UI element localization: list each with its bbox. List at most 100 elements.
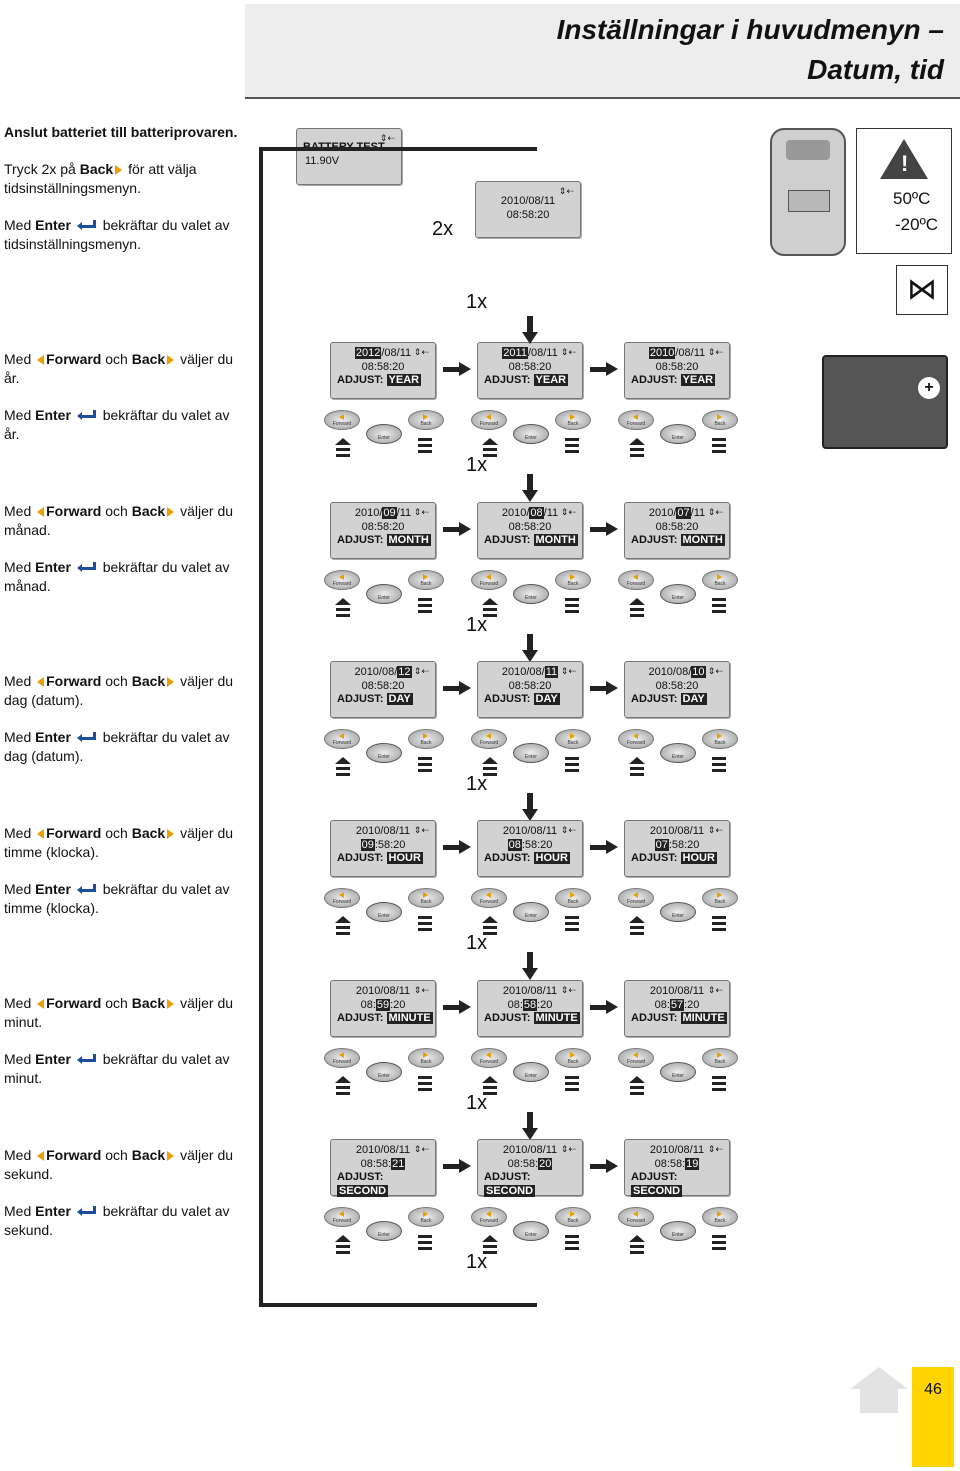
back-button[interactable]: Back: [702, 570, 738, 590]
flow-down-arrow-icon: [522, 952, 538, 980]
confirm-instruction: Med Enter bekräftar du valet av dag (dat…: [4, 729, 230, 764]
enter-button[interactable]: Enter: [513, 743, 549, 763]
select-instruction: Med Forward och Back väljer du år.: [4, 351, 234, 386]
battery-icon: − +: [822, 355, 948, 470]
forward-button[interactable]: Forward: [471, 570, 507, 590]
down-stack-icon: [712, 1235, 726, 1253]
down-stack-icon: [565, 1076, 579, 1094]
back-button[interactable]: Back: [702, 1207, 738, 1227]
confirm-instruction: Med Enter bekräftar du valet av minut.: [4, 1051, 230, 1086]
enter-button[interactable]: Enter: [366, 1062, 402, 1082]
forward-button[interactable]: Forward: [471, 888, 507, 908]
select-instruction: Med Forward och Back väljer du minut.: [4, 995, 234, 1030]
back-button[interactable]: Back: [408, 570, 444, 590]
forward-button[interactable]: Forward: [618, 888, 654, 908]
forward-button[interactable]: Forward: [618, 410, 654, 430]
enter-button[interactable]: Enter: [513, 1221, 549, 1241]
down-stack-icon: [565, 438, 579, 456]
back-button[interactable]: Back: [408, 410, 444, 430]
up-stack-icon: [335, 1076, 351, 1098]
down-stack-icon: [712, 757, 726, 775]
forward-button[interactable]: Forward: [471, 410, 507, 430]
back-button[interactable]: Back: [702, 1048, 738, 1068]
enter-button[interactable]: Enter: [660, 902, 696, 922]
press-1x-label: 1x: [466, 454, 488, 476]
forward-button[interactable]: Forward: [618, 570, 654, 590]
back-button[interactable]: Back: [555, 410, 591, 430]
flow-right-arrow-icon: [443, 1159, 471, 1173]
back-arrow-icon: [167, 355, 175, 366]
back-arrow-icon: [167, 677, 175, 688]
forward-arrow-icon: [37, 355, 45, 366]
back-button[interactable]: Back: [555, 729, 591, 749]
enter-button[interactable]: Enter: [366, 1221, 402, 1241]
forward-button[interactable]: Forward: [618, 1048, 654, 1068]
enter-button[interactable]: Enter: [513, 902, 549, 922]
forward-button[interactable]: Forward: [471, 1048, 507, 1068]
enter-icon: [76, 884, 97, 895]
enter-button[interactable]: Enter: [366, 743, 402, 763]
back-button[interactable]: Back: [555, 570, 591, 590]
enter-button[interactable]: Enter: [660, 584, 696, 604]
forward-button[interactable]: Forward: [324, 888, 360, 908]
page-title-line1: Inställningar i huvudmenyn –: [556, 14, 944, 45]
back-button[interactable]: Back: [408, 1207, 444, 1227]
back-arrow-icon: [115, 165, 123, 176]
forward-button[interactable]: Forward: [324, 729, 360, 749]
flow-line-bottom: [259, 1303, 537, 1307]
instruction-block: Med Forward och Back väljer du sekund.Me…: [4, 1146, 239, 1258]
back-button[interactable]: Back: [555, 1207, 591, 1227]
instruction-block: Med Forward och Back väljer du månad.Med…: [4, 502, 239, 614]
press-1x-label: 1x: [466, 1251, 488, 1273]
forward-arrow-icon: [37, 829, 45, 840]
flow-right-arrow-icon: [590, 1000, 618, 1014]
back-button[interactable]: Back: [408, 729, 444, 749]
forward-arrow-icon: [37, 507, 45, 518]
forward-button[interactable]: Forward: [618, 1207, 654, 1227]
back-button[interactable]: Back: [555, 1048, 591, 1068]
back-button[interactable]: Back: [702, 729, 738, 749]
back-button[interactable]: Back: [702, 410, 738, 430]
back-button[interactable]: Back: [408, 1048, 444, 1068]
enter-button[interactable]: Enter: [366, 584, 402, 604]
back-button[interactable]: Back: [702, 888, 738, 908]
up-stack-icon: [629, 916, 645, 938]
enter-button[interactable]: Enter: [660, 1221, 696, 1241]
enter-button[interactable]: Enter: [660, 1062, 696, 1082]
enter-button[interactable]: Enter: [366, 902, 402, 922]
forward-button[interactable]: Forward: [324, 1048, 360, 1068]
enter-button[interactable]: Enter: [513, 424, 549, 444]
forward-button[interactable]: Forward: [471, 1207, 507, 1227]
flow-down-arrow-icon: [522, 316, 538, 344]
enter-button[interactable]: Enter: [513, 584, 549, 604]
forward-button[interactable]: Forward: [324, 570, 360, 590]
enter-icon: [76, 220, 97, 231]
flow-right-arrow-icon: [590, 1159, 618, 1173]
forward-button[interactable]: Forward: [471, 729, 507, 749]
flow-down-arrow-icon: [522, 634, 538, 662]
enter-button[interactable]: Enter: [366, 424, 402, 444]
forward-button[interactable]: Forward: [618, 729, 654, 749]
down-stack-icon: [418, 598, 432, 616]
forward-button[interactable]: Forward: [324, 1207, 360, 1227]
up-stack-icon: [482, 598, 498, 620]
enter-button[interactable]: Enter: [660, 743, 696, 763]
back-button[interactable]: Back: [408, 888, 444, 908]
back-button[interactable]: Back: [555, 888, 591, 908]
flow-right-arrow-icon: [443, 522, 471, 536]
enter-button[interactable]: Enter: [513, 1062, 549, 1082]
forward-button[interactable]: Forward: [324, 410, 360, 430]
enter-button[interactable]: Enter: [660, 424, 696, 444]
page-title-line2: Datum, tid: [807, 54, 944, 85]
date-time-screen: 2010/08/11 08:58:20 ⇕⇠: [475, 181, 581, 238]
up-stack-icon: [335, 757, 351, 779]
